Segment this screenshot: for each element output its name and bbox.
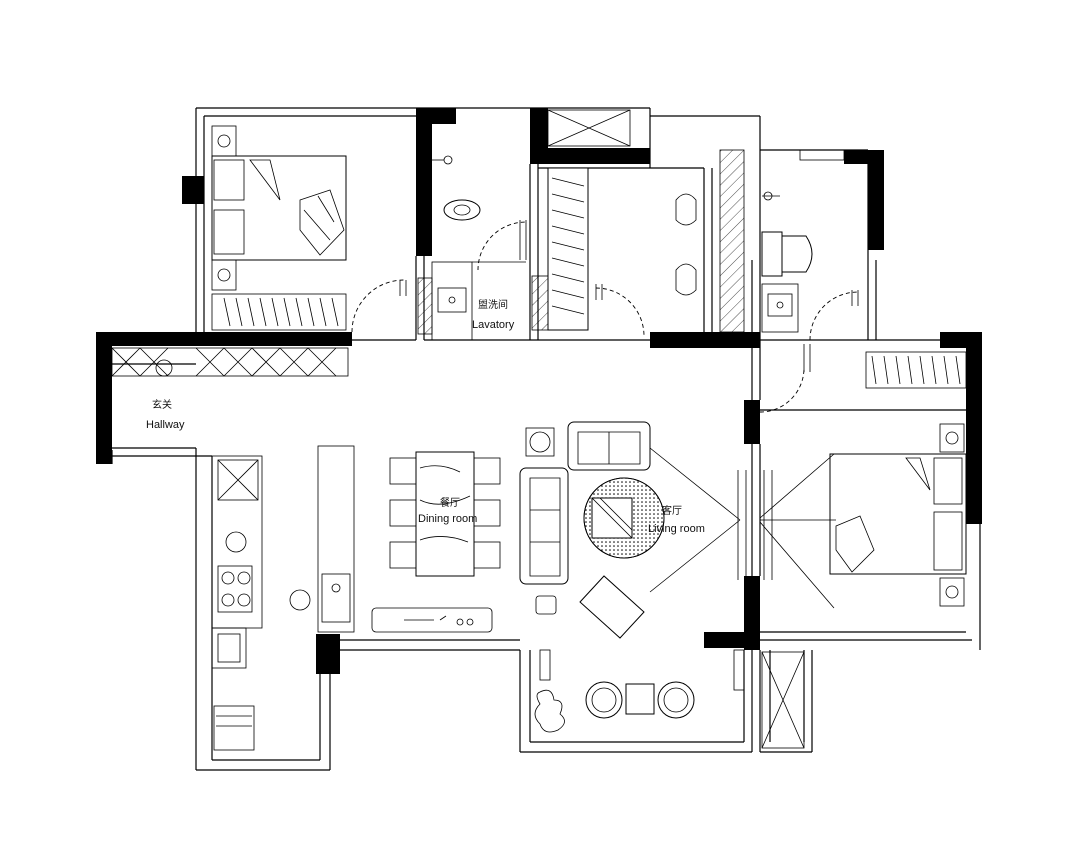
dining-label: Dining room <box>418 513 477 525</box>
solid-walls <box>96 108 982 674</box>
hallway-label-cn: 玄关 <box>152 398 172 411</box>
hallway-label: Hallway <box>146 419 185 431</box>
windows <box>547 109 845 749</box>
lavatory <box>417 155 527 341</box>
kitchen <box>211 445 355 751</box>
lavatory-label: Lavatory <box>472 319 515 331</box>
sofa-main <box>519 467 569 585</box>
balcony <box>534 649 745 733</box>
toilet <box>781 235 813 273</box>
balcony-table <box>625 683 655 715</box>
wardrobe-2 <box>547 167 589 331</box>
dining-label-cn: 餐厅 <box>440 496 460 509</box>
dining-area <box>371 451 501 633</box>
living-label-cn: 客厅 <box>662 504 682 517</box>
bed-3 <box>829 453 967 575</box>
bedroom-1 <box>211 125 407 333</box>
wardrobe-3 <box>865 351 967 389</box>
living-label: Living room <box>648 523 705 535</box>
wardrobe-1 <box>211 293 347 331</box>
bed-1 <box>211 155 347 261</box>
armchair <box>579 575 645 639</box>
kitchen-island <box>317 445 355 633</box>
balcony-chair-right <box>657 681 695 719</box>
squat-toilet <box>443 199 481 221</box>
bathroom-2 <box>759 191 859 413</box>
study-room <box>531 149 745 337</box>
lavatory-label-cn: 盥洗间 <box>478 298 508 311</box>
dining-table <box>415 451 475 577</box>
balcony-chair-left <box>585 681 623 719</box>
bedroom-3 <box>737 351 967 609</box>
hallway <box>111 347 349 377</box>
living-area <box>519 421 741 639</box>
